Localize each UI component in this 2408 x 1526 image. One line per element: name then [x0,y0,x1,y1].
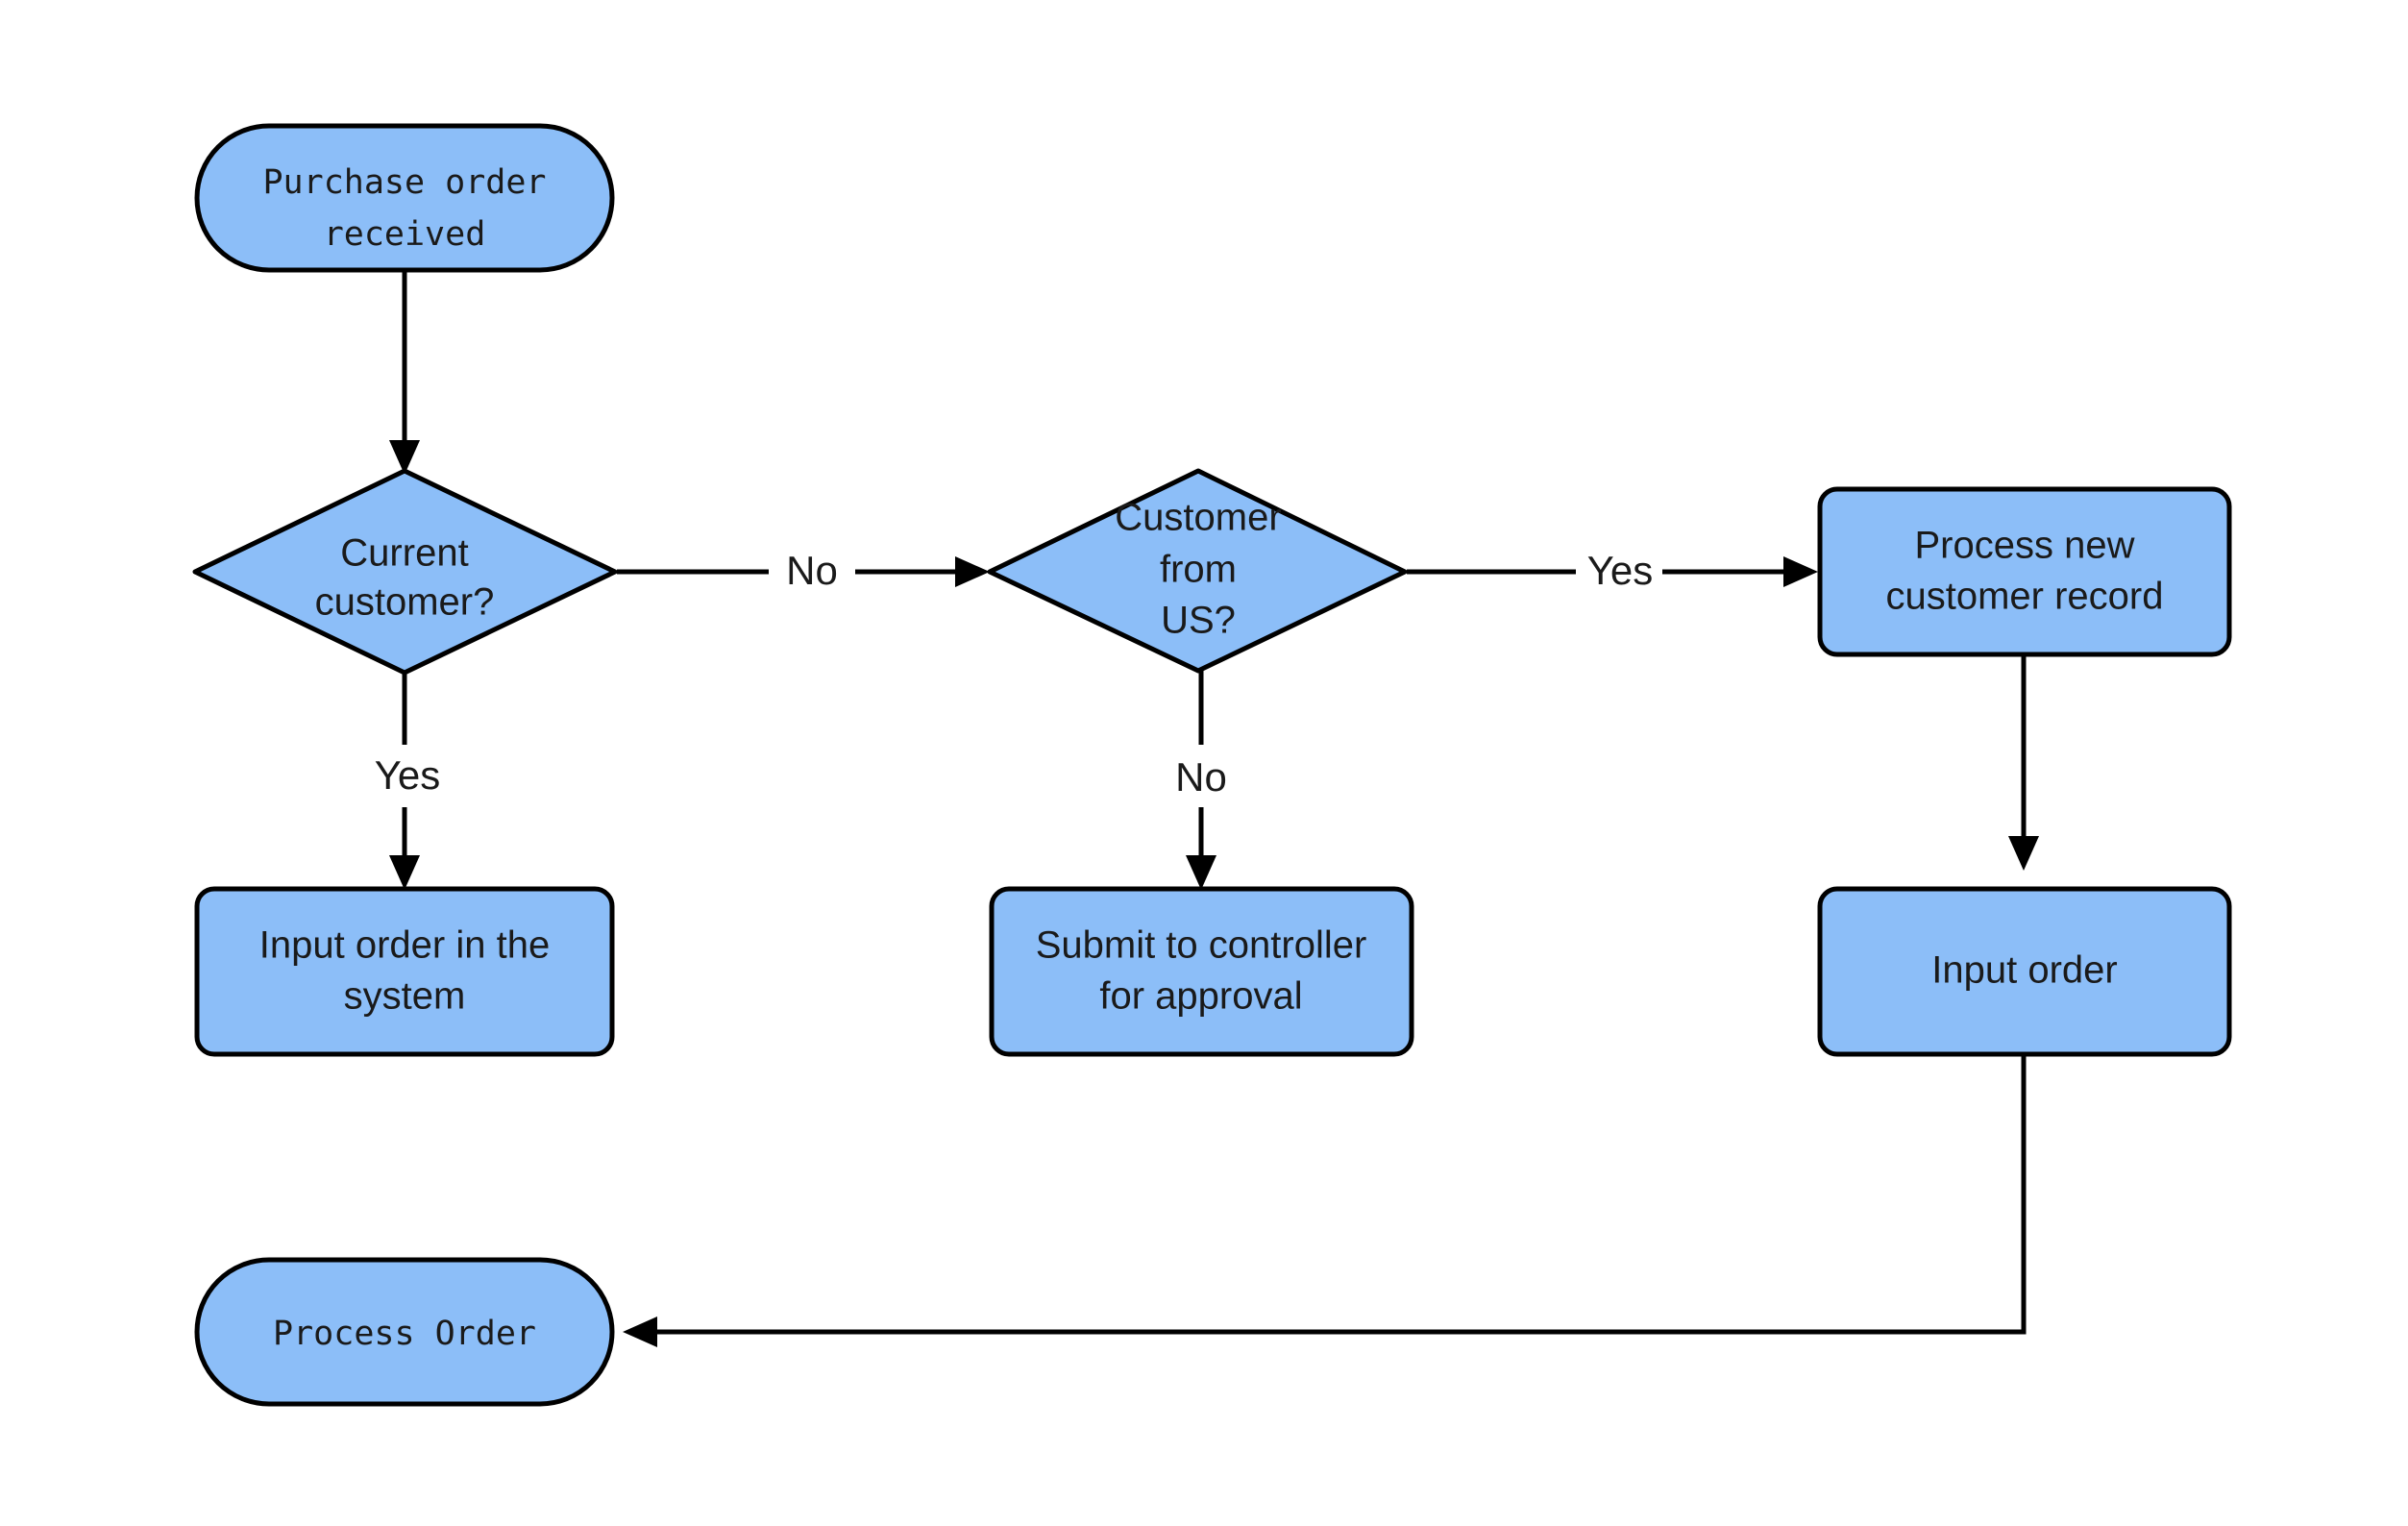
edge-input-order-to-process-order [623,1046,2027,1347]
node-input-order[interactable]: Input order [1817,886,2232,1057]
decision-shape [192,468,618,676]
node-process-new-customer-record[interactable]: Process new customer record [1817,486,2232,657]
node-label-line: from [1160,549,1237,591]
arrow-head-icon [389,855,420,890]
node-label-line: US? [1161,600,1236,642]
node-label-line: Purchase order [262,163,546,202]
node-customer-from-us-decision[interactable]: Customer from US? [987,468,1408,674]
edge-current-customer-to-customer-from-us [617,556,990,587]
edge-customer-from-us-to-submit-controller [1186,671,1216,890]
edge-customer-from-us-to-process-new-record [1407,556,1818,587]
process-shape [194,886,615,1057]
node-label-line: system [344,975,466,1018]
node-input-order-in-the-system[interactable]: Input order in the system [194,886,615,1057]
decision-shape [987,468,1408,674]
arrow-head-icon [623,1317,657,1347]
edge-current-customer-to-input-order-system [389,673,420,890]
node-purchase-order-received[interactable]: Purchase order received [194,123,615,273]
arrow-head-icon [955,556,990,587]
node-label-line: customer? [315,581,495,624]
node-label-line: Current [340,532,468,575]
arrow-head-icon [2008,836,2039,871]
terminator-shape [194,123,615,273]
edge-label-no-customer-from-us: No [1175,754,1227,800]
node-label-line: Input order in the [259,924,550,967]
edge-start-to-current-customer [389,271,420,475]
node-current-customer-decision[interactable]: Current customer? [192,468,618,676]
node-submit-to-controller[interactable]: Submit to controller for approval [989,886,1414,1057]
node-process-order[interactable]: Process Order [194,1257,615,1407]
edge-label-yes-customer-from-us: Yes [1587,548,1654,593]
edge-process-new-record-to-input-order [2008,655,2039,871]
node-label-line: Input order [1931,949,2117,992]
process-shape [989,886,1414,1057]
node-label-line: Process Order [273,1315,536,1353]
node-label-line: Customer [1115,497,1281,539]
edge-label-yes-current-customer: Yes [375,752,441,798]
terminator-shape [194,1257,615,1407]
process-shape [1817,486,2232,657]
arrow-head-icon [1783,556,1818,587]
node-label-line: customer record [1886,576,2164,618]
node-label-line: received [324,215,486,254]
node-label-line: Submit to controller [1036,924,1367,967]
arrow-head-icon [1186,855,1216,890]
node-label-line: for approval [1099,975,1302,1018]
arrow-head-icon [389,440,420,475]
edge-label-no-current-customer: No [786,548,838,593]
node-label-line: Process new [1915,525,2135,567]
process-shape [1817,886,2232,1057]
